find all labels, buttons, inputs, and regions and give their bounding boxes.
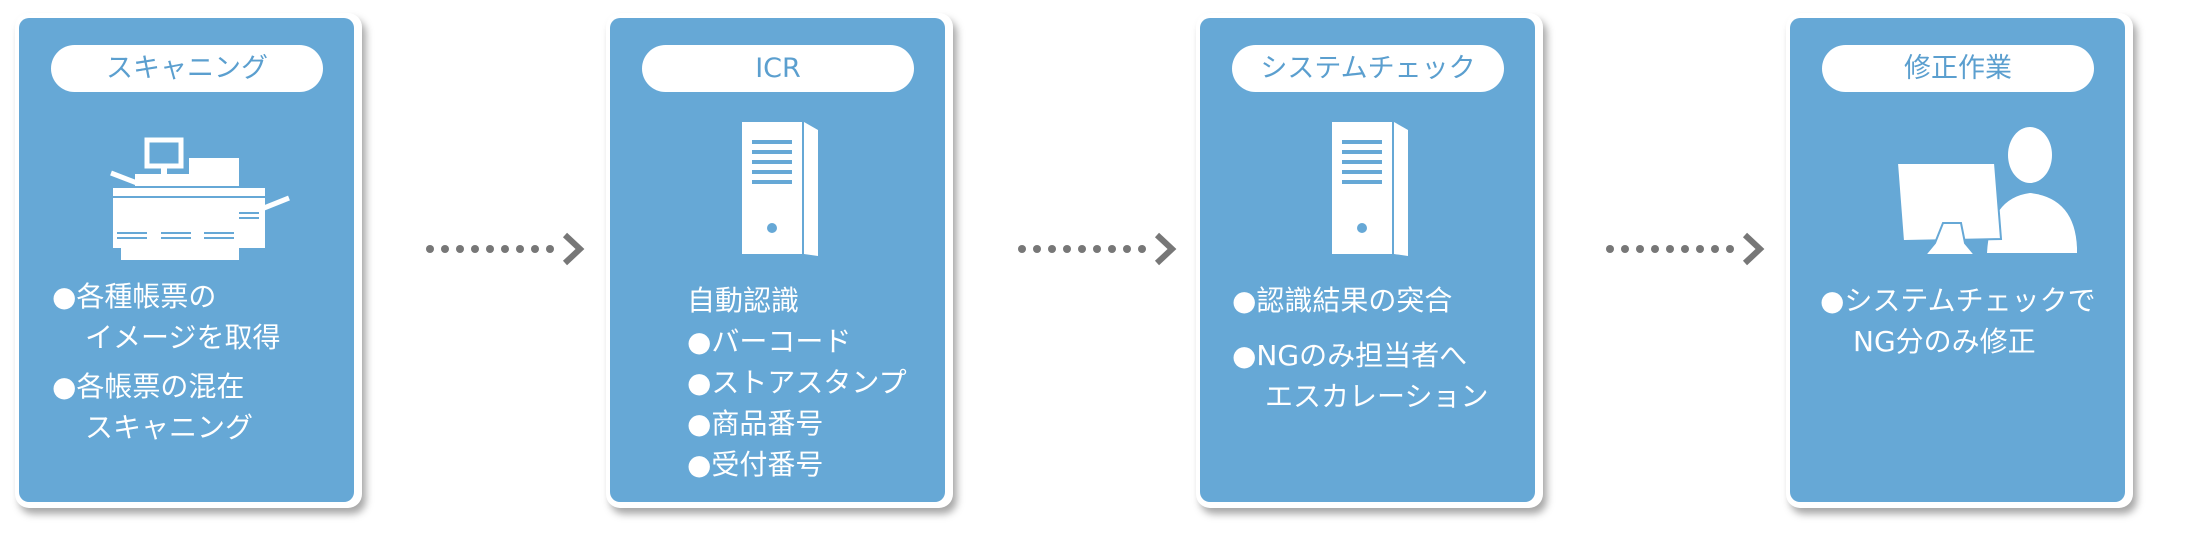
text-line: イメージを取得 xyxy=(85,321,281,354)
step-description: ●システムチェックで NG分のみ修正 xyxy=(1820,280,2096,362)
flow-arrow-icon xyxy=(426,232,585,266)
text-line: 自動認識 xyxy=(687,284,800,317)
text-line: ●認識結果の突合 xyxy=(1232,284,1453,317)
step-correction: 修正作業 ●システムチェックで NG分のみ修正 xyxy=(1786,13,2133,508)
text-line: スキャニング xyxy=(85,411,254,444)
step-title: システムチェック xyxy=(1232,45,1504,92)
step-scanning: スキャニング ●各種帳票の イメージを取得 ●各帳票の混在 スキャニング xyxy=(15,13,362,508)
text-line: ●バーコード xyxy=(687,325,852,358)
server-icon xyxy=(1332,122,1408,256)
step-title: ICR xyxy=(642,45,914,92)
text-line: ●商品番号 xyxy=(687,407,824,440)
step-system-check: システムチェック ●認識結果の突合 ●NGのみ担当者へ エスカレーション xyxy=(1196,13,1543,508)
step-description: ●認識結果の突合 ●NGのみ担当者へ エスカレーション xyxy=(1232,280,1488,417)
text-line: ●各帳票の混在 xyxy=(52,370,245,403)
panel-background: ICR 自動認識 ●バーコード ●ストアスタンプ ●商品番号 ●受付番号 xyxy=(610,18,945,502)
panel-background: システムチェック ●認識結果の突合 ●NGのみ担当者へ エスカレーション xyxy=(1200,18,1535,502)
text-line: ●システムチェックで xyxy=(1820,284,2096,317)
operator-icon xyxy=(1895,127,2077,256)
step-title: 修正作業 xyxy=(1822,45,2094,92)
text-line: NG分のみ修正 xyxy=(1853,325,2036,358)
server-icon xyxy=(742,122,818,256)
text-line: ●ストアスタンプ xyxy=(687,366,907,399)
flow-arrow-icon xyxy=(1606,232,1765,266)
step-description: ●各種帳票の イメージを取得 ●各帳票の混在 スキャニング xyxy=(52,276,280,448)
text-line: ●受付番号 xyxy=(687,448,824,481)
scanner-icon xyxy=(110,137,290,260)
flow-arrow-icon xyxy=(1018,232,1177,266)
step-title: スキャニング xyxy=(51,45,323,92)
text-line: ●NGのみ担当者へ xyxy=(1232,339,1468,372)
step-description: 自動認識 ●バーコード ●ストアスタンプ ●商品番号 ●受付番号 xyxy=(687,280,907,485)
text-line: ●各種帳票の xyxy=(52,280,217,313)
panel-background: 修正作業 ●システムチェックで NG分のみ修正 xyxy=(1790,18,2125,502)
panel-background: スキャニング ●各種帳票の イメージを取得 ●各帳票の混在 スキャニング xyxy=(19,18,354,502)
step-icr: ICR 自動認識 ●バーコード ●ストアスタンプ ●商品番号 ●受付番号 xyxy=(606,13,953,508)
text-line: エスカレーション xyxy=(1265,380,1489,413)
